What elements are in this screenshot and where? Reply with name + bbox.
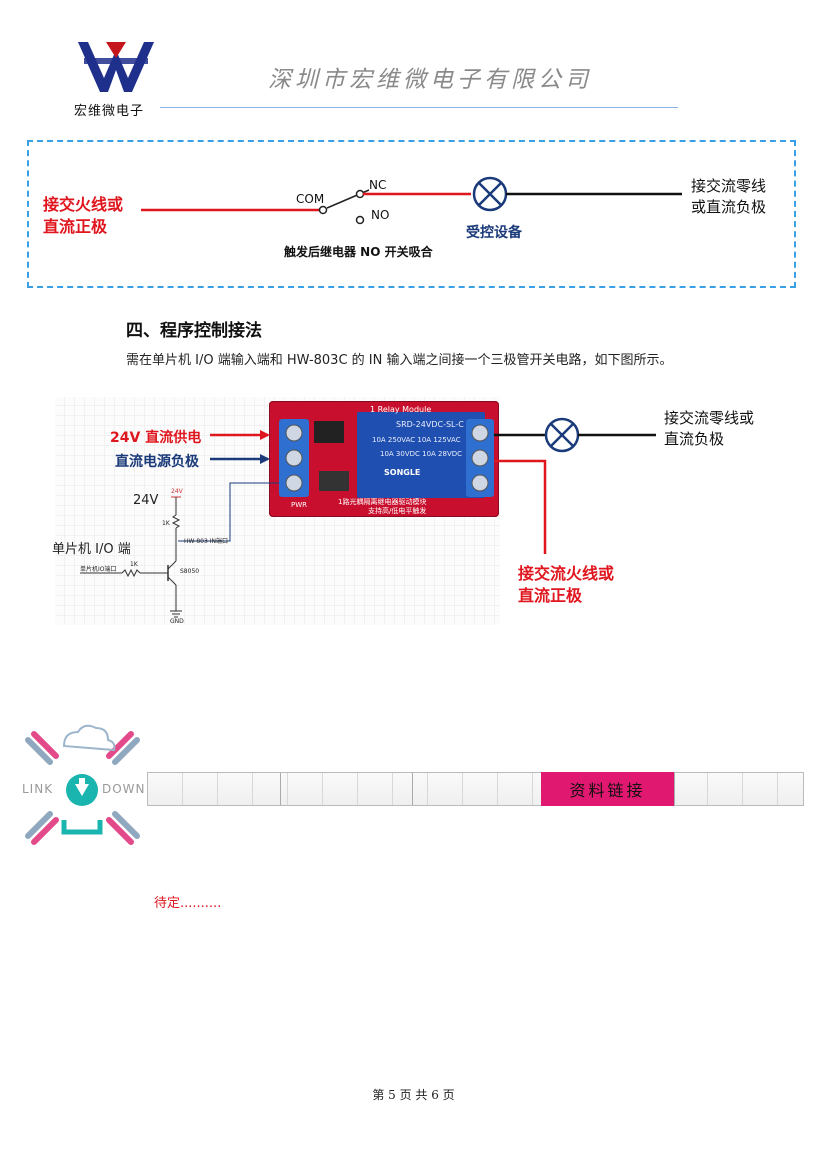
no-label: NO	[371, 208, 390, 222]
v24-label: 24V	[133, 493, 159, 508]
diagram1-caption: 触发后继电器 NO 开关吸合	[284, 245, 433, 259]
company-logo	[78, 36, 154, 98]
mcu-io-label: 单片机 I/O 端	[52, 542, 131, 557]
down-word: DOWN	[102, 782, 146, 796]
sch-mcu-port: 单片机IO端口	[80, 566, 117, 573]
logo-text: 宏维微电子	[74, 104, 145, 119]
diagram2-right-label: 接交流零线或直流负极	[664, 409, 755, 448]
relay-block	[357, 412, 485, 498]
company-name: 深圳市宏维微电子有限公司	[268, 67, 592, 93]
header-divider	[160, 107, 678, 108]
relay-rating-ac: 10A 250VAC 10A 125VAC	[372, 436, 461, 444]
relay-model: SRD-24VDC-SL-C	[396, 420, 464, 429]
sch-24v: 24V	[171, 488, 183, 495]
supply-24v-label: 24V 直流供电	[110, 430, 202, 446]
controlled-device-label: 受控设备	[466, 225, 522, 241]
sch-r2: 1K	[130, 561, 138, 568]
module-desc-1: 1路光耦隔离继电器驱动模块	[338, 498, 427, 506]
relay-rating-dc: 10A 30VDC 10A 28VDC	[380, 450, 463, 458]
com-label: COM	[296, 192, 325, 206]
page-number: 第 5 页 共 6 页	[372, 1088, 455, 1102]
module-desc-2: 支持高/低电平触发	[368, 507, 427, 515]
link-word: LINK	[22, 782, 54, 796]
sch-gnd: GND	[170, 618, 184, 625]
terminal-screws	[285, 421, 489, 492]
relay-brand: SONGLE	[384, 468, 421, 477]
sch-transistor: S8050	[180, 568, 200, 575]
supply-negative-label: 直流电源负极	[115, 454, 199, 470]
diagram1-left-label: 接交火线或直流正极	[43, 195, 124, 236]
diagram1-right-label: 接交流零线或直流负极	[691, 177, 767, 216]
wiring-diagram-lines	[141, 176, 682, 225]
nc-label: NC	[369, 178, 387, 192]
link-down-icon[interactable]	[20, 718, 145, 858]
pwr-label: PWR	[291, 501, 308, 509]
logo-graphic	[78, 42, 154, 92]
relay-module-title: 1 Relay Module	[370, 405, 432, 414]
diagram2-bottom-label: 接交流火线或直流正极	[518, 564, 615, 605]
download-icon	[25, 724, 140, 845]
section-description: 需在单片机 I/O 端输入端和 HW-803C 的 IN 输入端之间接一个三极管…	[126, 353, 673, 368]
download-strip	[147, 772, 804, 806]
download-link-button[interactable]: 资料链接	[541, 772, 674, 806]
wiring-diagram-box	[27, 140, 796, 288]
pending-text: 待定..........	[154, 896, 222, 911]
section-title: 四、程序控制接法	[126, 321, 262, 341]
sch-r1: 1K	[162, 520, 170, 527]
sch-in-port: HW-803 IN端口	[184, 538, 228, 545]
schematic-wires	[80, 417, 656, 618]
